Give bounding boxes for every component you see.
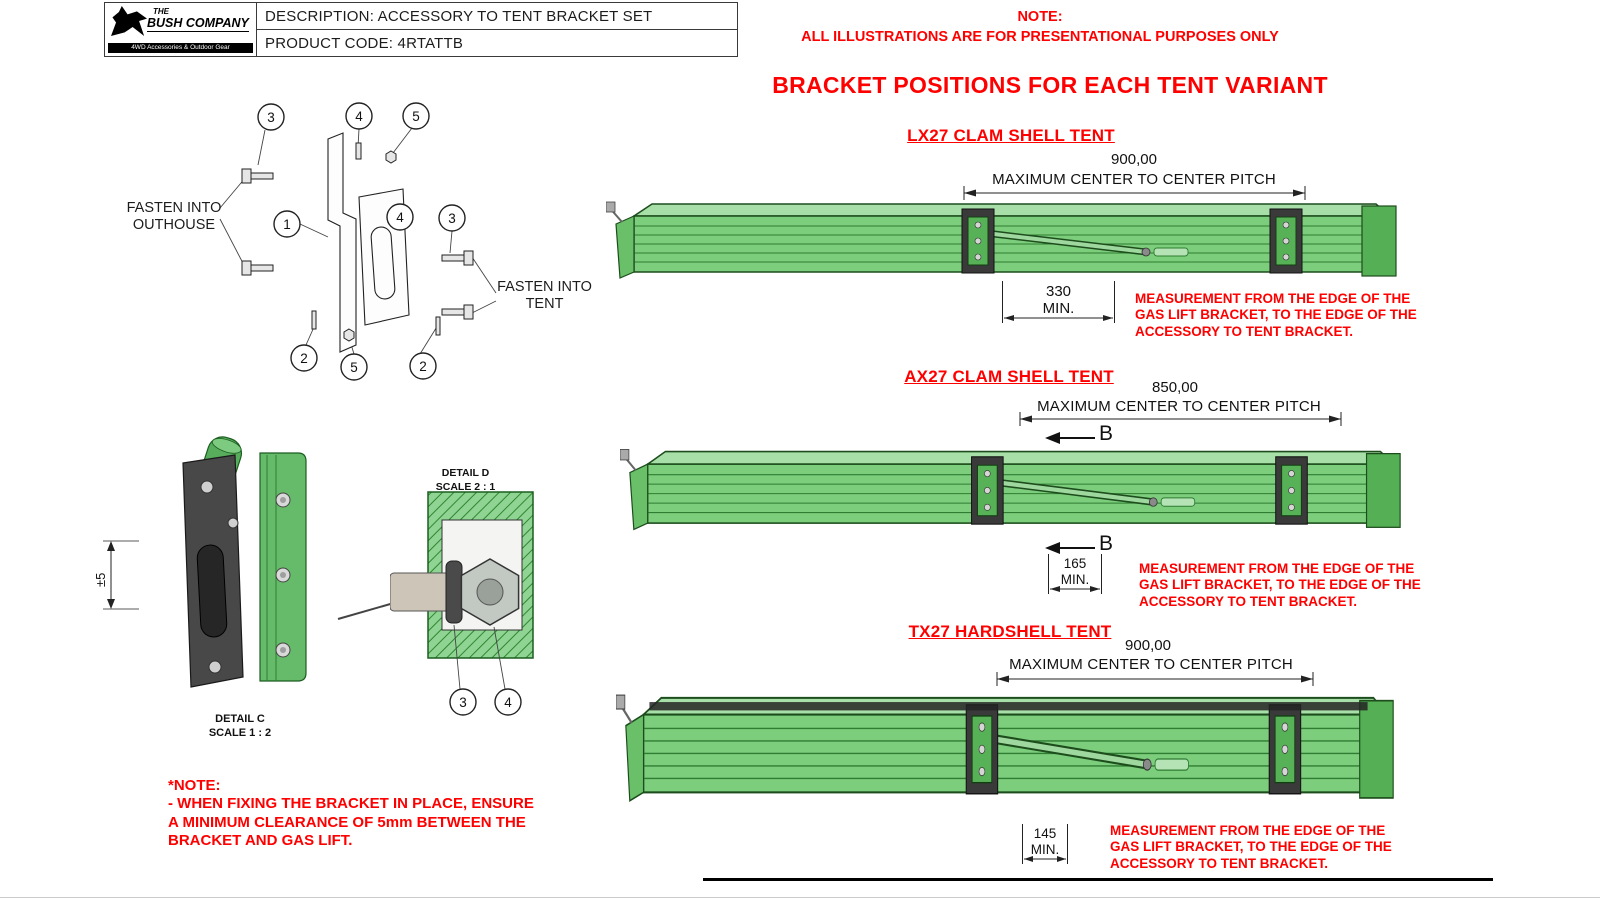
svg-text:5: 5 [412,109,420,124]
description-row: DESCRIPTION: ACCESSORY TO TENT BRACKET S… [257,3,737,30]
detail-d-title: DETAIL D [441,467,490,479]
exploded-view-illustration: 3 4 5 1 4 3 2 5 2 [219,102,497,381]
nut-part [343,328,355,342]
bolt-part [241,260,274,276]
clearance-note: *NOTE: - WHEN FIXING THE BRACKET IN PLAC… [168,777,548,850]
balloon-5: 5 [402,102,430,130]
detail-c-scale: SCALE 1 : 2 [208,727,272,740]
section-letter-bottom: B [1099,532,1114,555]
balloon-2b: 2 [409,352,437,380]
rail-illustration-tx27 [616,684,1403,816]
balloon-3-detail: 3 [449,688,477,716]
min-value: 165 [1063,556,1087,571]
measurement-note-lx27: MEASUREMENT FROM THE EDGE OF THE GAS LIF… [1135,291,1417,339]
section-arrow-top [1045,432,1095,444]
description-text: DESCRIPTION: ACCESSORY TO TENT BRACKET S… [265,7,653,25]
measurement-note-ax27: MEASUREMENT FROM THE EDGE OF THE GAS LIF… [1139,561,1421,609]
svg-text:4: 4 [396,210,404,225]
min-dimension-arrows [1050,586,1100,592]
presentation-note: NOTE: ALL ILLUSTRATIONS ARE FOR PRESENTA… [690,8,1390,47]
measurement-note-tx27: MEASUREMENT FROM THE EDGE OF THE GAS LIF… [1110,823,1392,871]
balloon-2: 2 [290,344,318,372]
bolt-part [441,304,474,320]
sheet-border-line [703,878,1493,881]
logo-the-text: THE [153,7,169,16]
balloon-3: 3 [257,103,285,131]
pitch-value: 900,00 [1111,151,1157,168]
svg-text:5: 5 [350,360,358,375]
balloon-3b: 3 [438,204,466,232]
balloon-5b: 5 [340,353,368,381]
rail-illustration-ax27 [620,441,1410,541]
bolt-part [441,250,474,266]
svg-text:2: 2 [300,351,308,366]
pin-part [355,142,362,160]
min-dimension-arrows [1024,856,1066,862]
presentation-note-body: ALL ILLUSTRATIONS ARE FOR PRESENTATIONAL… [801,28,1279,45]
sheet-edge-line [0,897,1600,898]
product-code-text: PRODUCT CODE: 4RTATTB [265,34,464,52]
svg-text:1: 1 [283,217,291,232]
svg-text:2: 2 [419,359,427,374]
variant-title-ax27: AX27 CLAM SHELL TENT [904,367,1114,386]
clearance-dimension: ±5 [95,573,108,587]
svg-text:4: 4 [504,695,512,710]
bracket-plate-part [327,132,357,353]
variant-title-tx27: TX27 HARDSHELL TENT [908,622,1112,641]
pin-part [311,310,317,330]
fasten-into-tent-label: FASTEN INTO TENT [497,279,592,312]
section-letter-top: B [1099,422,1114,445]
pitch-dimension-line [1019,412,1342,426]
balloon-1: 1 [273,210,301,238]
detail-d-label: DETAIL D SCALE 2 : 1 [408,467,523,494]
slot-cutout [370,226,396,300]
detail-d-scale: SCALE 2 : 1 [435,480,496,493]
pin-part [435,316,441,336]
nut-part [385,150,397,164]
svg-text:4: 4 [355,109,363,124]
balloon-4-detail: 4 [494,688,522,716]
bolt-part [241,168,274,184]
min-dimension-tx27: 145 MIN. [1022,824,1068,864]
pitch-value: 900,00 [1125,637,1171,654]
min-label: MIN. [1042,300,1075,318]
kangaroo-logo-icon [111,6,147,36]
min-dimension-arrows [1004,315,1113,321]
variant-title-lx27: LX27 CLAM SHELL TENT [907,126,1115,145]
pitch-dimension-line [996,672,1314,686]
min-label: MIN. [1060,571,1090,587]
title-block: THE BUSH COMPANY 4WD Accessories & Outdo… [104,2,738,57]
pitch-label: MAXIMUM CENTER TO CENTER PITCH [992,171,1276,188]
rail-illustration-lx27 [606,194,1406,289]
min-value: 330 [1045,283,1072,300]
pitch-value: 850,00 [1152,379,1198,396]
svg-text:3: 3 [459,695,467,710]
svg-text:3: 3 [448,211,456,226]
presentation-note-title: NOTE: [1017,9,1063,25]
page-title: BRACKET POSITIONS FOR EACH TENT VARIANT [772,72,1328,98]
clearance-note-title: *NOTE: [168,777,221,794]
min-dimension-ax27: 165 MIN. [1048,554,1102,594]
balloon-4: 4 [345,102,373,130]
product-code-row: PRODUCT CODE: 4RTATTB [257,30,737,56]
company-logo: THE BUSH COMPANY 4WD Accessories & Outdo… [105,3,257,56]
detail-c-illustration: ±5 [95,436,307,688]
logo-tagline: 4WD Accessories & Outdoor Gear [108,43,253,53]
svg-text:3: 3 [267,110,275,125]
pitch-dimension-line [963,186,1306,200]
logo-brand-name: BUSH COMPANY [147,16,249,32]
detail-c-title: DETAIL C [215,713,265,725]
min-label: MIN. [1030,841,1060,857]
clearance-note-body: - WHEN FIXING THE BRACKET IN PLACE, ENSU… [168,795,534,849]
fasten-into-outhouse-label: FASTEN INTO OUTHOUSE [126,200,222,233]
pitch-label: MAXIMUM CENTER TO CENTER PITCH [1037,398,1321,415]
detail-d-illustration: 3 4 [390,491,534,716]
balloon-4b: 4 [386,203,414,231]
min-dimension-lx27: 330 MIN. [1002,281,1115,323]
pitch-label: MAXIMUM CENTER TO CENTER PITCH [1009,656,1293,673]
section-arrow-bottom [1045,542,1095,554]
detail-c-label: DETAIL C SCALE 1 : 2 [175,712,305,741]
min-value: 145 [1033,826,1057,841]
